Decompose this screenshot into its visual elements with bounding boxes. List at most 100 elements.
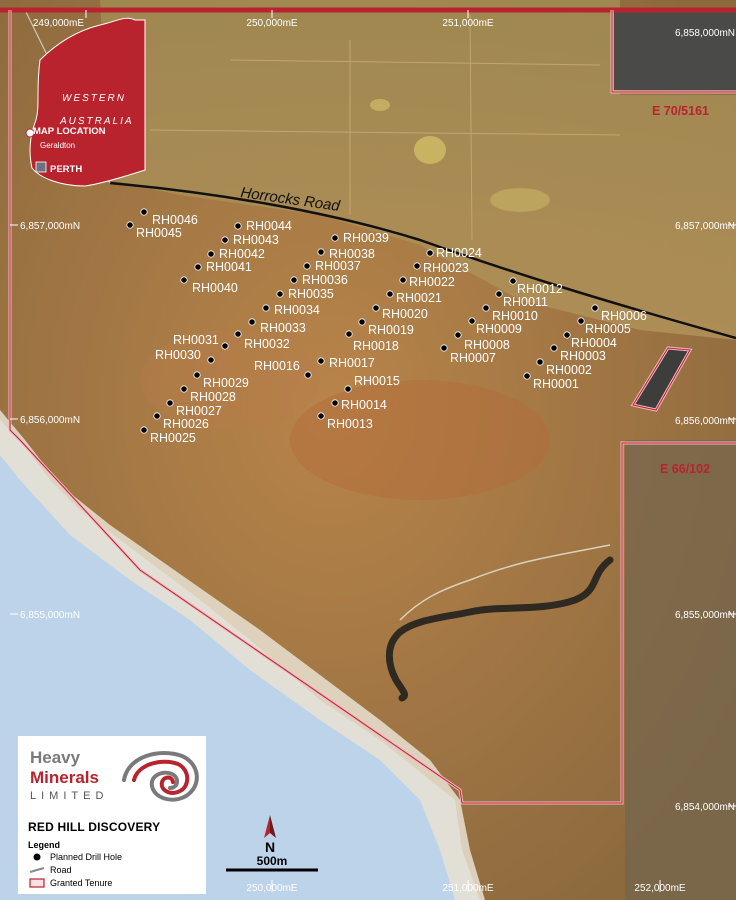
drill-hole-rh0040[interactable]: RH0040: [180, 276, 238, 295]
drill-hole-marker[interactable]: [221, 342, 229, 350]
drill-hole-marker[interactable]: [536, 358, 544, 366]
drill-hole-marker[interactable]: [276, 290, 284, 298]
drill-hole-marker[interactable]: [303, 262, 311, 270]
drill-hole-marker[interactable]: [207, 356, 215, 364]
drill-hole-rh0028[interactable]: RH0028: [180, 385, 236, 404]
drill-hole-rh0013[interactable]: RH0013: [317, 412, 373, 431]
drill-hole-rh0003[interactable]: RH0003: [550, 344, 606, 363]
drill-hole-rh0044[interactable]: RH0044: [234, 219, 292, 233]
grid-coordinate-label: 6,854,000mN: [675, 802, 735, 813]
drill-hole-rh0019[interactable]: RH0019: [358, 318, 414, 337]
drill-hole-marker[interactable]: [372, 304, 380, 312]
drill-hole-marker[interactable]: [358, 318, 366, 326]
drill-hole-marker[interactable]: [331, 234, 339, 242]
drill-hole-rh0018[interactable]: RH0018: [345, 330, 399, 353]
drill-hole-marker[interactable]: [193, 371, 201, 379]
drill-hole-rh0030[interactable]: RH0030: [155, 348, 215, 364]
drill-hole-rh0046[interactable]: RH0046: [140, 208, 198, 227]
drill-hole-rh0034[interactable]: RH0034: [262, 303, 320, 317]
drill-hole-marker[interactable]: [468, 317, 476, 325]
drill-hole-label: RH0031: [173, 333, 219, 347]
drill-hole-rh0008[interactable]: RH0008: [454, 331, 510, 352]
drill-hole-rh0026[interactable]: RH0026: [153, 412, 209, 431]
satellite-tile-ne: [614, 10, 736, 90]
drill-hole-marker[interactable]: [317, 357, 325, 365]
drill-hole-rh0009[interactable]: RH0009: [468, 317, 522, 336]
drill-hole-rh0010[interactable]: RH0010: [482, 304, 538, 323]
drill-hole-rh0031[interactable]: RH0031: [173, 333, 229, 350]
drill-hole-rh0022[interactable]: RH0022: [399, 275, 455, 289]
drill-hole-marker[interactable]: [304, 371, 312, 379]
drill-hole-rh0015[interactable]: RH0015: [344, 374, 400, 393]
drill-hole-marker[interactable]: [317, 412, 325, 420]
legend-item-label: Planned Drill Hole: [50, 851, 123, 862]
drill-hole-rh0020[interactable]: RH0020: [372, 304, 428, 321]
drill-hole-rh0014[interactable]: RH0014: [331, 398, 387, 412]
drill-hole-marker[interactable]: [426, 249, 434, 257]
drill-hole-rh0021[interactable]: RH0021: [386, 290, 442, 305]
drill-hole-rh0011[interactable]: RH0011: [495, 290, 548, 309]
drill-hole-rh0029[interactable]: RH0029: [193, 371, 249, 390]
drill-hole-marker[interactable]: [290, 276, 298, 284]
drill-hole-marker[interactable]: [482, 304, 490, 312]
drill-hole-marker[interactable]: [331, 399, 339, 407]
drill-hole-rh0002[interactable]: RH0002: [536, 358, 592, 377]
drill-hole-marker[interactable]: [180, 385, 188, 393]
drill-hole-rh0007[interactable]: RH0007: [440, 344, 496, 365]
drill-hole-rh0033[interactable]: RH0033: [248, 318, 306, 335]
drill-hole-marker[interactable]: [126, 221, 134, 229]
drill-hole-rh0036[interactable]: RH0036: [290, 273, 348, 287]
drill-hole-rh0012[interactable]: RH0012: [509, 277, 563, 296]
drill-hole-rh0005[interactable]: RH0005: [577, 317, 631, 336]
drill-hole-marker[interactable]: [166, 399, 174, 407]
drill-hole-rh0039[interactable]: RH0039: [331, 231, 389, 245]
drill-hole-rh0004[interactable]: RH0004: [563, 331, 617, 350]
drill-hole-rh0037[interactable]: RH0037: [303, 259, 361, 273]
drill-hole-marker[interactable]: [234, 330, 242, 338]
drill-hole-marker[interactable]: [523, 372, 531, 380]
drill-hole-marker[interactable]: [140, 426, 148, 434]
drill-hole-marker[interactable]: [194, 263, 202, 271]
drill-hole-rh0017[interactable]: RH0017: [317, 356, 375, 370]
drill-hole-marker[interactable]: [317, 248, 325, 256]
drill-hole-rh0032[interactable]: RH0032: [234, 330, 290, 351]
drill-hole-marker[interactable]: [577, 317, 585, 325]
drill-hole-marker[interactable]: [140, 208, 148, 216]
drill-hole-rh0016[interactable]: RH0016: [254, 359, 312, 379]
drill-hole-marker[interactable]: [207, 250, 215, 258]
drill-hole-marker[interactable]: [262, 304, 270, 312]
drill-hole-marker[interactable]: [386, 290, 394, 298]
drill-hole-marker[interactable]: [509, 277, 517, 285]
drill-hole-rh0043[interactable]: RH0043: [221, 233, 279, 247]
drill-hole-rh0041[interactable]: RH0041: [194, 260, 252, 274]
drill-hole-marker[interactable]: [495, 290, 503, 298]
drill-hole-marker[interactable]: [440, 344, 448, 352]
drill-hole-rh0024[interactable]: RH0024: [426, 246, 482, 260]
grid-coordinate-label: 6,858,000mN: [675, 28, 735, 39]
drill-hole-marker[interactable]: [221, 236, 229, 244]
drill-hole-rh0045[interactable]: RH0045: [126, 221, 182, 240]
drill-hole-marker[interactable]: [550, 344, 558, 352]
drill-hole-rh0001[interactable]: RH0001: [523, 372, 579, 391]
grid-coordinate-label: 251,000mE: [442, 883, 493, 894]
drill-hole-marker[interactable]: [180, 276, 188, 284]
drill-hole-marker[interactable]: [153, 412, 161, 420]
drill-hole-rh0006[interactable]: RH0006: [591, 304, 647, 323]
drill-hole-marker[interactable]: [399, 276, 407, 284]
drill-hole-marker[interactable]: [248, 318, 256, 326]
drill-hole-marker[interactable]: [591, 304, 599, 312]
drill-hole-marker[interactable]: [563, 331, 571, 339]
drill-hole-marker[interactable]: [345, 330, 353, 338]
drill-hole-rh0025[interactable]: RH0025: [140, 426, 196, 445]
drill-hole-marker[interactable]: [454, 331, 462, 339]
drill-hole-marker[interactable]: [234, 222, 242, 230]
drill-hole-rh0038[interactable]: RH0038: [317, 247, 375, 261]
drill-hole-rh0023[interactable]: RH0023: [413, 261, 469, 275]
drill-hole-rh0042[interactable]: RH0042: [207, 247, 265, 261]
drill-hole-marker[interactable]: [413, 262, 421, 270]
company-logo: Heavy Minerals LIMITED: [28, 746, 199, 812]
drill-hole-rh0035[interactable]: RH0035: [276, 287, 334, 301]
drill-hole-rh0027[interactable]: RH0027: [166, 399, 222, 418]
drill-hole-marker[interactable]: [344, 385, 352, 393]
